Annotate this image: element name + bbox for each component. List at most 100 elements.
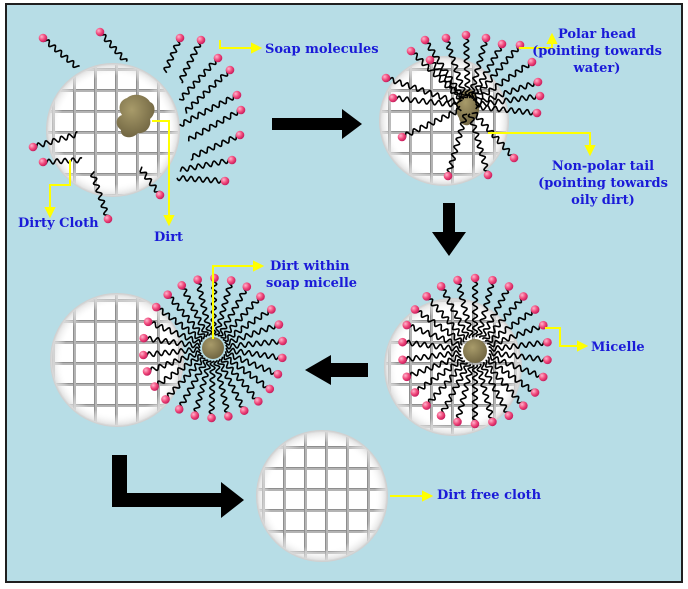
soap-tail	[487, 356, 537, 393]
micelle-dirt-core	[463, 339, 487, 363]
soap-head	[225, 65, 235, 75]
soap-head	[436, 411, 446, 420]
soap-tail	[179, 39, 202, 84]
soap-head	[274, 320, 284, 329]
pointer-arrows	[44, 32, 596, 502]
soap-tail	[224, 322, 280, 346]
soap-head	[139, 350, 148, 360]
soap-tail	[214, 279, 233, 336]
soap-head	[402, 320, 412, 330]
soap-head	[470, 419, 480, 429]
soap-tail	[147, 320, 202, 345]
soap-tail	[475, 103, 538, 116]
soap-head	[38, 157, 48, 167]
soap-tail	[179, 284, 209, 338]
soap-head	[161, 395, 170, 404]
soap-tail	[401, 339, 462, 353]
dirty-cloth-circle	[46, 63, 180, 197]
soap-head	[381, 73, 391, 83]
label-micelle: Micelle	[591, 340, 645, 355]
soap-head	[422, 401, 431, 410]
label-polar-head-line3: water)	[573, 61, 621, 76]
soap-head	[210, 273, 219, 283]
soap-head	[497, 39, 507, 49]
soap-head	[254, 397, 263, 406]
soap-head	[95, 27, 105, 37]
soap-tail	[484, 307, 536, 344]
soap-head	[470, 273, 480, 283]
soap-tail	[406, 324, 462, 349]
dirt-free-cloth-circle	[256, 430, 388, 562]
label-non-polar-tail-line1: Non-polar tail	[552, 159, 654, 174]
soap-tail	[488, 349, 549, 363]
cloth-circle-stage4	[50, 293, 184, 427]
soap-tail	[146, 350, 202, 374]
soap-head	[150, 382, 159, 391]
soap-head	[142, 367, 152, 376]
soap-tail	[223, 354, 271, 390]
pointer-dirty-cloth	[49, 160, 71, 210]
soap-tail	[194, 279, 213, 337]
soap-head	[530, 388, 540, 397]
soap-tail	[32, 130, 78, 150]
cloth-circle-stage3	[384, 298, 522, 436]
cloth-layer	[46, 56, 522, 562]
soap-head	[196, 35, 206, 45]
soap-head	[527, 57, 537, 67]
soap-head	[483, 170, 493, 180]
soap-head	[213, 53, 223, 63]
soap-head	[177, 281, 187, 290]
soap-head	[406, 46, 416, 56]
soap-head	[226, 276, 236, 285]
label-non-polar-tail-line2: (pointing towards	[538, 176, 668, 191]
process-arrows	[112, 109, 466, 518]
soap-tail	[224, 351, 279, 376]
soap-head	[227, 155, 237, 165]
soap-tail	[482, 295, 524, 340]
soap-tail	[455, 364, 475, 423]
soap-head	[239, 406, 249, 415]
soap-head	[410, 388, 420, 397]
soap-tail	[155, 306, 203, 342]
soap-tail	[166, 294, 206, 340]
soap-head	[530, 305, 540, 314]
soap-tail	[222, 307, 272, 343]
soap-head	[388, 93, 398, 103]
soap-head	[533, 77, 543, 87]
soap-tail	[474, 79, 539, 106]
soap-tail	[443, 37, 469, 99]
soap-tail	[484, 359, 525, 406]
soap-tail	[392, 95, 461, 109]
soap-tail	[480, 361, 512, 417]
soap-tail	[90, 170, 111, 220]
soap-head	[488, 275, 497, 285]
soap-tail	[463, 34, 471, 99]
soap-tail	[478, 285, 510, 338]
soap-tail	[414, 358, 466, 395]
soap-tail	[188, 107, 242, 142]
soap-tail	[426, 362, 468, 407]
soap-tail	[225, 347, 284, 361]
soap-tail	[41, 37, 80, 69]
soap-head	[193, 275, 202, 285]
soap-head	[190, 411, 200, 420]
soap-head	[519, 401, 528, 410]
pointer-soap-molecules	[219, 40, 252, 49]
soap-head	[224, 411, 233, 421]
soap-tail	[217, 358, 247, 412]
soap-tail	[440, 364, 472, 417]
soap-head	[220, 176, 230, 186]
soap-head	[139, 333, 149, 343]
soap-tail	[486, 322, 544, 348]
soap-head	[242, 282, 252, 292]
soap-head	[103, 214, 113, 224]
label-non-polar-tail-line3: oily dirt)	[571, 193, 635, 208]
soap-tail	[471, 111, 516, 159]
soap-head	[28, 142, 38, 152]
soap-head	[436, 282, 446, 291]
soap-tail	[190, 132, 241, 161]
soap-tail	[179, 359, 209, 411]
soap-head	[277, 353, 287, 363]
soap-head	[532, 108, 542, 118]
soap-head	[207, 413, 216, 423]
